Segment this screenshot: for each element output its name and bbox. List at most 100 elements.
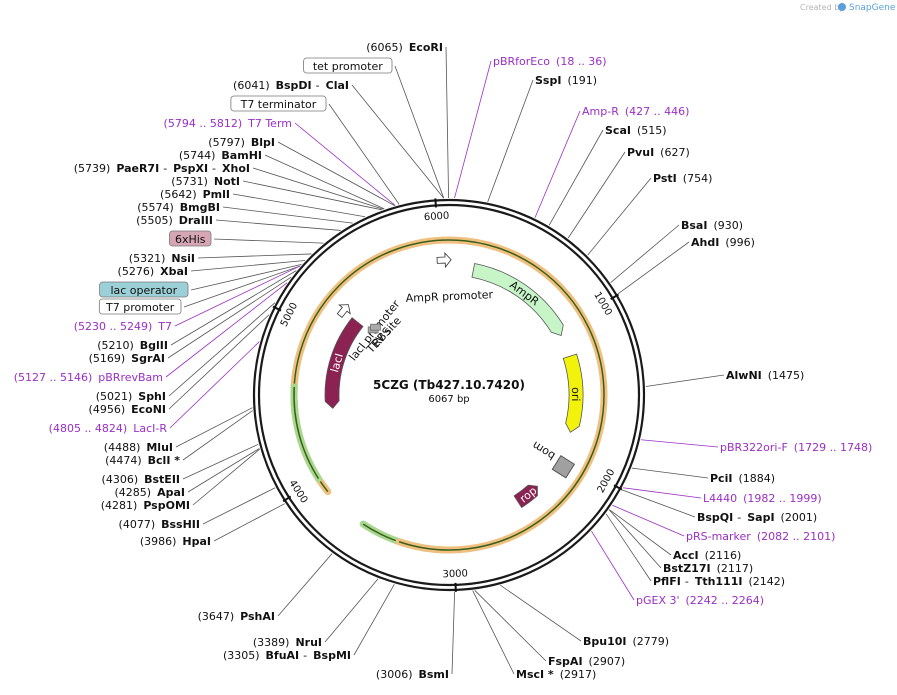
label-part: (515) bbox=[637, 124, 667, 137]
label-part: pGEX 3' bbox=[636, 594, 680, 607]
label-part: PshAI bbox=[240, 610, 275, 623]
feature-label: bom bbox=[530, 439, 558, 463]
site-label: PvuI(627) bbox=[627, 146, 690, 159]
label-part: (5210) bbox=[97, 339, 134, 352]
label-leader-line bbox=[394, 65, 445, 199]
label-leader-line bbox=[213, 503, 285, 542]
label-part: Bpu10I bbox=[583, 635, 627, 648]
feature-bom-box bbox=[551, 455, 576, 479]
label-part: (5744) bbox=[179, 149, 216, 162]
backbone-inner bbox=[257, 203, 641, 587]
label-leader-line bbox=[548, 129, 604, 226]
label-part: PspOMI bbox=[143, 499, 190, 512]
primer-label: pRS-marker(2082 .. 2101) bbox=[686, 530, 835, 543]
site-label: AhdI (996) bbox=[691, 236, 755, 249]
label-part: SgrAI bbox=[131, 352, 165, 365]
site-label: ScaI(515) bbox=[605, 124, 667, 137]
label-leader-line bbox=[617, 241, 690, 295]
label-part: BstZ17I bbox=[663, 562, 711, 575]
label-leader-line bbox=[451, 591, 456, 675]
site-label: (6065)EcoRI bbox=[366, 41, 443, 54]
label-part: T7 bbox=[157, 320, 172, 333]
site-label: (5744)BamHI bbox=[179, 149, 262, 162]
label-part: NruI bbox=[295, 636, 322, 649]
label-leader-line bbox=[445, 46, 449, 199]
label-part: PmlI bbox=[203, 188, 230, 201]
rbs-marker bbox=[370, 323, 381, 331]
label-leader-line bbox=[610, 224, 680, 283]
site-label: AccI(2116) bbox=[673, 549, 741, 562]
label-leader-line bbox=[182, 443, 259, 480]
label-part: L4440 bbox=[703, 492, 737, 505]
label-part: AhdI bbox=[691, 236, 719, 249]
label-part: EcoNI bbox=[131, 403, 166, 416]
site-label: AlwNI(1475) bbox=[726, 369, 804, 382]
label-part: LacI-R bbox=[133, 422, 167, 435]
label-leader-line bbox=[605, 513, 652, 582]
label-leader-line bbox=[242, 180, 382, 211]
site-label: BsaI(930) bbox=[681, 219, 743, 232]
site-label: (3389)NruI bbox=[253, 636, 322, 649]
label-part: (4488) bbox=[104, 441, 141, 454]
label-leader-line bbox=[608, 509, 662, 569]
label-leader-line bbox=[587, 177, 652, 256]
label-part: (3647) bbox=[198, 610, 235, 623]
label-part: MluI bbox=[146, 441, 173, 454]
label-part: (2907) bbox=[589, 655, 626, 668]
site-label: (3647) PshAI bbox=[198, 610, 275, 623]
label-part: (5321) bbox=[129, 252, 166, 265]
label-part: (2917) bbox=[560, 668, 597, 681]
site-label: (4306)BstEII bbox=[102, 473, 180, 486]
primer-label: pBR322ori-F(1729 .. 1748) bbox=[720, 441, 872, 454]
site-label: (5642)PmlI bbox=[160, 188, 230, 201]
label-part: pBR322ori-F bbox=[720, 441, 788, 454]
label-part: (2117) bbox=[717, 562, 754, 575]
label-leader-line bbox=[168, 302, 276, 397]
label-leader-line bbox=[222, 206, 353, 224]
label-part: PstI bbox=[653, 172, 677, 185]
tick-label: 4000 bbox=[286, 478, 309, 505]
primer-label: Amp-R(427 .. 446) bbox=[582, 105, 689, 118]
site-label: (4281)PspOMI bbox=[101, 499, 190, 512]
primer-track-halo bbox=[290, 383, 322, 483]
label-leader-line bbox=[197, 253, 312, 259]
feature-box-label-text: 6xHis bbox=[175, 233, 206, 246]
site-label: (5731)NotI bbox=[171, 175, 240, 188]
feature-box-label bbox=[99, 281, 189, 298]
primer-track-line bbox=[293, 239, 605, 551]
promoter-arrow-icon bbox=[436, 251, 452, 269]
feature-box-label bbox=[169, 230, 212, 247]
site-label: (3006)BsmI bbox=[376, 668, 449, 681]
label-part: (4956) bbox=[89, 403, 126, 416]
label-leader-line bbox=[213, 238, 324, 244]
label-leader-line bbox=[170, 270, 297, 346]
primer-label: pBRforEco(18 .. 36) bbox=[493, 55, 607, 68]
label-leader-line bbox=[202, 487, 276, 525]
label-part: (427 .. 446) bbox=[625, 105, 690, 118]
label-part: (2779) bbox=[633, 635, 670, 648]
label-part: SapI bbox=[747, 511, 774, 524]
site-label: (5210)BglII bbox=[97, 339, 168, 352]
label-part: (18 .. 36) bbox=[556, 55, 607, 68]
label-part: AccI bbox=[673, 549, 699, 562]
site-label: (5276)XbaI bbox=[118, 265, 188, 278]
label-part: DraIII bbox=[179, 214, 213, 227]
label-part: (5731) bbox=[171, 175, 208, 188]
label-leader-line bbox=[277, 553, 333, 617]
label-part: (4805 .. 4824) bbox=[49, 422, 128, 435]
label-leader-line bbox=[252, 167, 384, 210]
label-part: (191) bbox=[567, 74, 597, 87]
primer-label: L4440(1982 .. 1999) bbox=[703, 492, 822, 505]
label-part: (996) bbox=[725, 236, 755, 249]
site-label: (4474)BclI * bbox=[105, 454, 180, 467]
label-part: ApaI bbox=[157, 486, 185, 499]
primer-tracks bbox=[290, 236, 608, 554]
feature-ori-arrow bbox=[562, 353, 584, 433]
site-label: (4956) EcoNI bbox=[89, 403, 166, 416]
label-leader-line bbox=[182, 410, 253, 461]
label-part: BsmI bbox=[419, 668, 450, 681]
label-part: (930) bbox=[713, 219, 743, 232]
label-part: XbaI bbox=[160, 265, 188, 278]
primer-track-line bbox=[293, 386, 320, 480]
